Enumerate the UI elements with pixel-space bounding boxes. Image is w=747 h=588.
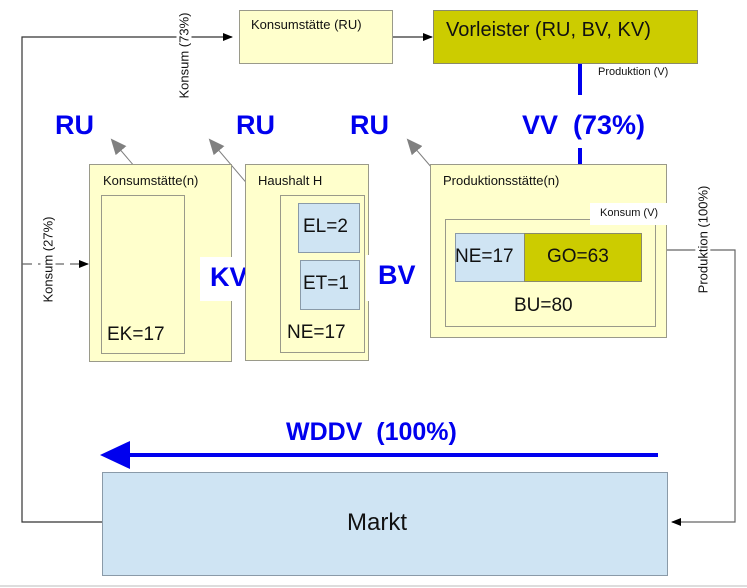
vv-label: VV (73%): [522, 110, 646, 140]
produktionsstaette-box: Produktionsstätte(n) NE=17 GO=63 BU=80: [430, 164, 667, 338]
ru-label-3: RU: [350, 110, 389, 140]
konsumstaette-n-box: Konsumstätte(n) EK=17: [89, 164, 232, 362]
ek-value: EK=17: [107, 324, 165, 345]
ne-prod-box: NE=17: [455, 233, 525, 282]
bv-label-box: BV: [366, 255, 440, 301]
konsum-73-flow-line: [21, 33, 233, 523]
konsumstaette-ru-box: Konsumstätte (RU): [239, 10, 393, 64]
ek-box: EK=17: [101, 195, 185, 354]
wddv-arrowhead: [100, 441, 130, 469]
markt-box: Markt: [102, 472, 668, 576]
konsum-27-label: Konsum (27%): [40, 213, 56, 306]
ne-haushalt-value: NE=17: [287, 322, 346, 343]
bu-box: NE=17 GO=63 BU=80: [445, 219, 656, 327]
produktion-100-label: Produktion (100%): [695, 182, 711, 297]
haushalt-label: Haushalt H: [258, 173, 323, 188]
produktionsstaette-label: Produktionsstätte(n): [443, 173, 560, 188]
markt-label: Markt: [347, 509, 407, 536]
kv-label: KV: [210, 262, 248, 292]
wddv-label: WDDV (100%): [286, 418, 457, 446]
et-value: ET=1: [303, 273, 349, 294]
produktion-v-label: Produktion (V): [592, 64, 694, 80]
go-value: GO=63: [547, 246, 609, 267]
konsumstaette-ru-label: Konsumstätte (RU): [251, 17, 362, 32]
vorleister-box: Vorleister (RU, BV, KV): [433, 10, 698, 64]
konsum-v-label: Konsum (V): [590, 203, 671, 225]
ru-label-2: RU: [236, 110, 275, 140]
bv-label: BV: [378, 260, 416, 290]
konsum-73-label: Konsum (73%): [176, 9, 192, 102]
ne-prod-value: NE=17: [455, 246, 514, 267]
ru-label-1: RU: [55, 110, 94, 140]
haushalt-inner-box: EL=2 ET=1 NE=17: [280, 195, 365, 353]
konsumstaette-n-label: Konsumstätte(n): [103, 173, 199, 188]
el-box: EL=2: [298, 203, 360, 253]
el-value: EL=2: [303, 216, 348, 237]
vorleister-label: Vorleister (RU, BV, KV): [446, 19, 651, 41]
et-box: ET=1: [300, 260, 360, 310]
bu-value: BU=80: [514, 295, 573, 316]
haushalt-box: Haushalt H EL=2 ET=1 NE=17: [245, 164, 369, 361]
produktion-100-flow-line: [655, 249, 736, 526]
go-box: GO=63: [524, 233, 642, 282]
